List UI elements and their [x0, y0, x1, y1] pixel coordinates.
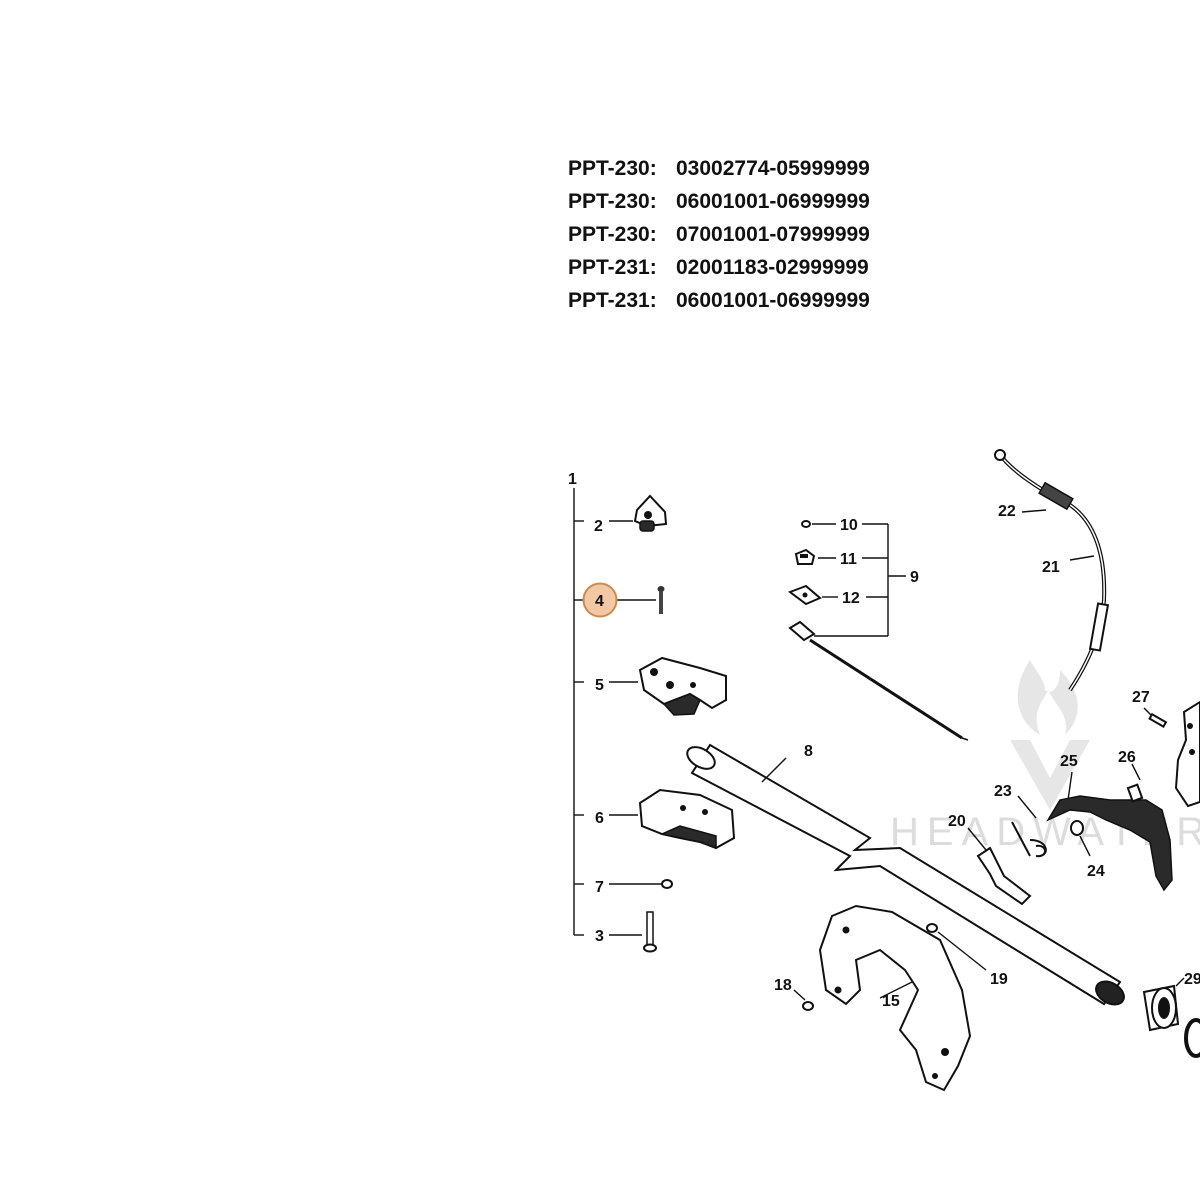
part-2-cable-guide[interactable]: [609, 494, 668, 532]
model-code: PPT-231:: [568, 256, 657, 279]
callout-25[interactable]: 25: [1060, 753, 1078, 770]
serial-range: 03002774-05999999: [676, 157, 870, 180]
part-27-pin[interactable]: [1143, 707, 1168, 728]
part-25-trigger[interactable]: [1046, 771, 1173, 892]
serial-range-row: PPT-231: 02001183-02999999: [568, 254, 870, 287]
callout-26[interactable]: 26: [1118, 749, 1136, 766]
part-20-lever[interactable]: [967, 827, 1032, 906]
callout-29[interactable]: 29: [1184, 971, 1200, 988]
part-23-spring[interactable]: [1011, 795, 1047, 858]
callout-27[interactable]: 27: [1132, 689, 1150, 706]
part-6-lower-clamp[interactable]: [609, 788, 736, 850]
highlight-marker: [582, 582, 618, 618]
part-29-bushing[interactable]: [1142, 977, 1200, 1058]
callout-1[interactable]: 1: [568, 471, 577, 488]
serial-range: 06001001-06999999: [676, 289, 870, 312]
serial-range: 02001183-02999999: [676, 256, 869, 279]
callout-20[interactable]: 20: [948, 813, 966, 830]
part-4-screw[interactable]: [617, 586, 665, 614]
handle-housing[interactable]: [1174, 700, 1200, 808]
serial-range-row: PPT-230: 07001001-07999999: [568, 221, 870, 254]
part-18-nut[interactable]: [793, 989, 814, 1011]
part-9-switch-wire[interactable]: [788, 620, 969, 741]
part-22-cable-adjuster[interactable]: [1021, 481, 1074, 513]
model-code: PPT-230:: [568, 223, 657, 246]
callout-8[interactable]: 8: [804, 743, 813, 760]
callout-6[interactable]: 6: [595, 810, 604, 827]
callout-7[interactable]: 7: [595, 879, 604, 896]
part-19-pin[interactable]: [926, 923, 987, 971]
callout-2[interactable]: 2: [594, 518, 603, 535]
callout-19[interactable]: 19: [990, 971, 1008, 988]
part-10-small-screw[interactable]: [801, 520, 836, 528]
part-5-upper-clamp[interactable]: [609, 656, 727, 716]
kit-9-bracket: [814, 523, 906, 637]
part-3-bolt[interactable]: [609, 911, 657, 953]
serial-range: 07001001-07999999: [676, 223, 870, 246]
watermark-logo-icon: [1010, 740, 1090, 810]
callout-4[interactable]: 4: [595, 593, 604, 610]
callout-12[interactable]: 12: [842, 590, 860, 607]
callout-5[interactable]: 5: [595, 677, 604, 694]
callout-18[interactable]: 18: [774, 977, 792, 994]
callout-23[interactable]: 23: [994, 783, 1012, 800]
part-26-pin[interactable]: [1126, 763, 1144, 803]
part-12-terminal[interactable]: [787, 584, 838, 606]
kit-1-bracket: [573, 488, 584, 936]
serial-range-row: PPT-231: 06001001-06999999: [568, 287, 870, 320]
part-15-handle-bracket[interactable]: [818, 904, 972, 1092]
callout-11[interactable]: 11: [840, 551, 857, 568]
serial-range: 06001001-06999999: [676, 190, 870, 213]
callout-9[interactable]: 9: [910, 569, 919, 586]
part-8-shaft-tube[interactable]: [684, 743, 1128, 1009]
callout-21[interactable]: 21: [1042, 559, 1060, 576]
part-7-nut[interactable]: [609, 879, 673, 889]
callout-3[interactable]: 3: [595, 928, 604, 945]
part-24-washer[interactable]: [1070, 820, 1091, 857]
callout-22[interactable]: 22: [998, 503, 1016, 520]
serial-range-list: PPT-230: 03002774-05999999 PPT-230: 060010…: [568, 155, 870, 320]
model-code: PPT-230:: [568, 157, 657, 180]
serial-range-row: PPT-230: 03002774-05999999: [568, 155, 870, 188]
callout-15[interactable]: 15: [882, 993, 900, 1010]
callout-10[interactable]: 10: [840, 517, 858, 534]
serial-range-row: PPT-230: 06001001-06999999: [568, 188, 870, 221]
part-11-clip[interactable]: [794, 548, 836, 565]
watermark-flame-icon: [1017, 660, 1078, 735]
model-code: PPT-231:: [568, 289, 657, 312]
model-code: PPT-230:: [568, 190, 657, 213]
callout-24[interactable]: 24: [1087, 863, 1105, 880]
part-21-throttle-cable[interactable]: [994, 449, 1110, 692]
